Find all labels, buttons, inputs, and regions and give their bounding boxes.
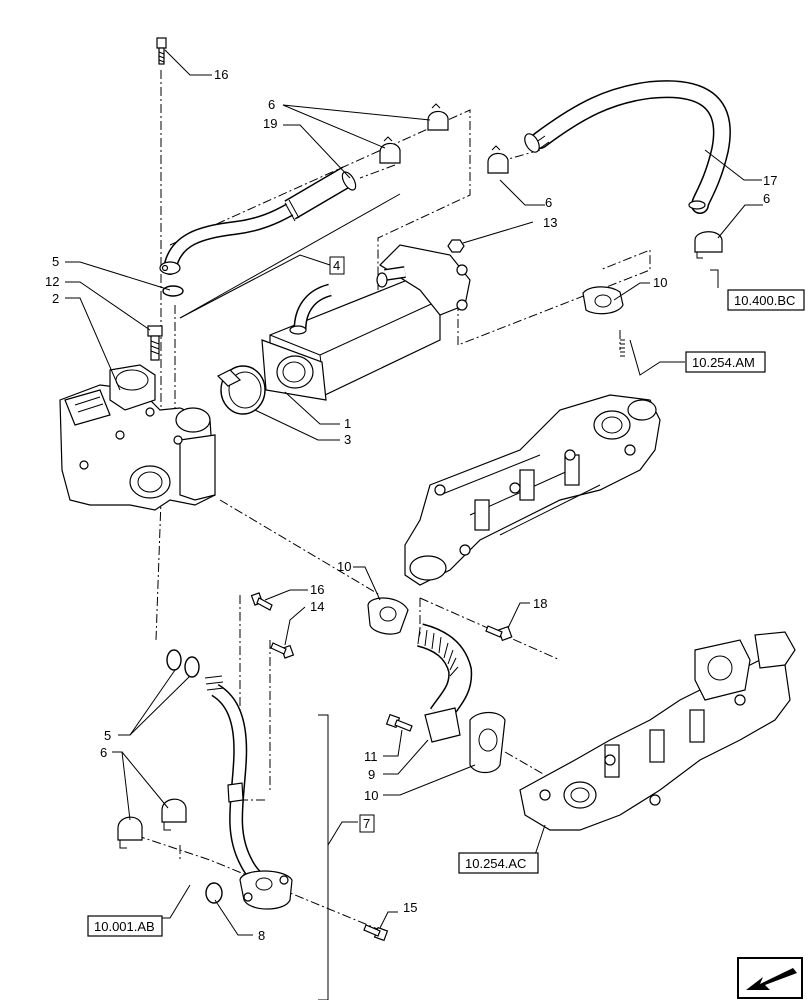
- callout-19: 19: [263, 116, 277, 131]
- svg-text:10.400.BC: 10.400.BC: [734, 293, 795, 308]
- tube-7: [204, 675, 293, 910]
- svg-text:10.254.AC: 10.254.AC: [465, 856, 526, 871]
- bolt-16-lower: [250, 592, 273, 611]
- callout-6-lower: 6: [100, 745, 107, 760]
- o-ring-5-lower-a: [166, 649, 182, 671]
- ref-10-254-am[interactable]: 10.254.AM: [685, 351, 766, 373]
- bolt-16-top: [156, 37, 167, 65]
- exhaust-manifold-lower: [519, 631, 796, 831]
- gasket-8: [205, 882, 223, 904]
- callout-16-top: 16: [214, 67, 228, 82]
- callout-5-lower: 5: [104, 728, 111, 743]
- bolt-14: [270, 642, 295, 659]
- callout-6-right: 6: [763, 191, 770, 206]
- svg-text:10.254.AM: 10.254.AM: [692, 355, 755, 370]
- svg-text:7: 7: [363, 816, 370, 831]
- callout-1: 1: [344, 416, 351, 431]
- tube-19: [159, 166, 357, 275]
- bolt-11: [385, 713, 413, 732]
- gasket-3: [216, 365, 266, 415]
- bolt-18: [485, 625, 513, 642]
- callout-3: 3: [344, 432, 351, 447]
- hose-17: [524, 80, 731, 214]
- o-ring-5-top: [162, 285, 184, 297]
- bolt-15: [363, 924, 389, 942]
- callout-10-top: 10: [653, 275, 667, 290]
- callout-5-top: 5: [52, 254, 59, 269]
- boxed-callout-4: 4: [329, 256, 345, 275]
- bracket-7: [318, 714, 329, 1001]
- nut-13: [447, 239, 465, 253]
- svg-text:4: 4: [333, 258, 340, 273]
- ref-10-400-bc[interactable]: 10.400.BC: [727, 289, 805, 311]
- callout-15: 15: [403, 900, 417, 915]
- callout-14: 14: [310, 599, 324, 614]
- callout-6-mid: 6: [545, 195, 552, 210]
- clamp-6-b: [379, 136, 401, 164]
- svg-text:10.001.AB: 10.001.AB: [94, 919, 155, 934]
- egr-valve-2: [59, 364, 216, 511]
- dash-dot-leaders: [119, 70, 651, 931]
- boxed-callout-7: 7: [359, 814, 375, 833]
- callout-18: 18: [533, 596, 547, 611]
- exhaust-manifold-upper: [404, 394, 661, 586]
- callout-17: 17: [763, 173, 777, 188]
- callout-10-mid: 10: [337, 559, 351, 574]
- callout-numbers: 16 6 19 17 6 6 13 5 12 2 10 1 3 10 16 14…: [45, 67, 777, 943]
- callout-13: 13: [543, 215, 557, 230]
- callout-11: 11: [364, 749, 378, 764]
- callout-2: 2: [52, 291, 59, 306]
- callout-leaders: [65, 49, 763, 936]
- flex-pipe-9: [416, 623, 473, 743]
- clamp-6-c: [487, 145, 509, 174]
- bracket-4: [179, 193, 401, 319]
- arrow-left-down-icon[interactable]: [737, 957, 803, 999]
- ref-10-001-ab[interactable]: 10.001.AB: [87, 915, 163, 937]
- callout-16-lower: 16: [310, 582, 324, 597]
- bolt-12: [147, 325, 163, 361]
- o-ring-5-lower-b: [184, 656, 200, 678]
- egr-cooler-1: [261, 244, 471, 401]
- callout-12: 12: [45, 274, 59, 289]
- callout-8: 8: [258, 928, 265, 943]
- gasket-10-top: [582, 286, 624, 315]
- ref-10-254-ac[interactable]: 10.254.AC: [458, 852, 539, 874]
- stud-10-254-am: [620, 339, 625, 357]
- clamp-6-a: [427, 103, 449, 131]
- gasket-10-lower: [469, 711, 506, 774]
- clamp-6-f: [161, 798, 187, 831]
- callout-9: 9: [368, 767, 375, 782]
- gasket-10-middle: [367, 597, 409, 635]
- clamp-6-d: [694, 231, 723, 259]
- clamp-6-e: [117, 816, 143, 849]
- callout-6-top: 6: [268, 97, 275, 112]
- callout-10-lower: 10: [364, 788, 378, 803]
